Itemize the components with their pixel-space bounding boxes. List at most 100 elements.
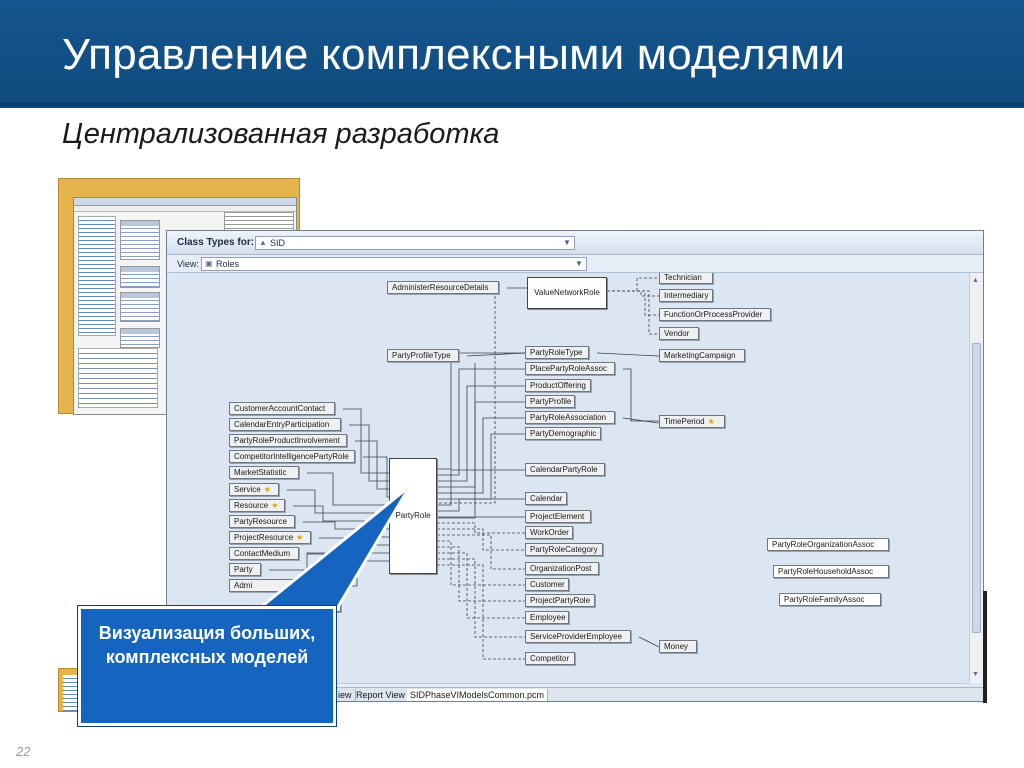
node-middle-11[interactable]: OrganizationPost: [525, 562, 599, 575]
node-left-11[interactable]: Admi: [229, 579, 309, 592]
node-left-7-label: PartyResource: [234, 517, 287, 526]
node-middle-8-label: ProjectElement: [530, 512, 585, 521]
center-node-partyrole[interactable]: PartyRole: [389, 458, 437, 574]
node-far-right-2[interactable]: PartyRoleFamilyAssoc: [779, 593, 881, 606]
top-node-valuenetworkrole[interactable]: ValueNetworkRole: [527, 277, 607, 309]
package-icon: ▲: [259, 238, 267, 247]
star-icon: ★: [271, 501, 279, 510]
node-left-0[interactable]: CustomerAccountContact: [229, 402, 335, 415]
node-middle-4-label: PartyRoleAssociation: [530, 413, 607, 422]
node-middle-0[interactable]: PartyRoleType: [525, 346, 589, 359]
node-left-6[interactable]: Resource★: [229, 499, 285, 512]
node-middle-14[interactable]: Employee: [525, 611, 569, 624]
star-icon: ★: [296, 533, 304, 542]
node-marketingcampaign[interactable]: MarketingCampaign: [659, 349, 745, 362]
node-middle-7[interactable]: Calendar: [525, 492, 567, 505]
window-edge: [983, 591, 987, 703]
chevron-down-icon[interactable]: ▼: [563, 238, 571, 247]
node-right-top-3-label: Vendor: [664, 329, 690, 338]
node-left-5[interactable]: Service★: [229, 483, 279, 496]
node-right-top-1-label: Intermediary: [664, 291, 709, 300]
node-left-9-label: ContactMedium: [234, 549, 291, 558]
node-right-top-0-label: Technician: [664, 273, 702, 282]
node-middle-10-label: PartyRoleCategory: [530, 545, 598, 554]
node-left-2[interactable]: PartyRoleProductInvolvement: [229, 434, 347, 447]
tab-pcm-file[interactable]: SIDPhaseVIModelsCommon.pcm: [407, 689, 549, 701]
title-banner: Управление комплексными моделями: [0, 0, 1024, 108]
node-left-6-label: Resource: [234, 501, 269, 510]
node-middle-8[interactable]: ProjectElement: [525, 510, 591, 523]
node-middle-9-label: WorkOrder: [530, 528, 569, 537]
node-right-top-0[interactable]: Technician: [659, 273, 713, 284]
background-lower-list: [78, 348, 158, 408]
scrollbar-thumb[interactable]: [972, 343, 981, 633]
node-middle-1[interactable]: PlacePartyRoleAssoc: [525, 362, 615, 375]
node-left-4[interactable]: MarketStatistic: [229, 466, 299, 479]
view-icon: ▣: [205, 259, 213, 268]
document-tabs: iew Report View SIDPhaseVIModelsCommon.p…: [167, 687, 983, 701]
node-middle-1-label: PlacePartyRoleAssoc: [530, 364, 607, 373]
class-types-select[interactable]: ▲ SID ▼: [255, 236, 575, 250]
node-timeperiod[interactable]: TimePeriod★: [659, 415, 725, 428]
node-partyprofiletype[interactable]: PartyProfileType: [387, 349, 459, 362]
node-left-9[interactable]: ContactMedium: [229, 547, 299, 560]
slide-subtitle: Централизованная разработка: [62, 118, 500, 150]
node-middle-16[interactable]: Competitor: [525, 652, 575, 665]
page-number: 22: [16, 744, 31, 759]
node-middle-5[interactable]: PartyDemographic: [525, 427, 601, 440]
node-left-1-label: CalendarEntryParticipation: [234, 420, 330, 429]
class-types-toolbar: Class Types for: ▲ SID ▼: [167, 231, 983, 255]
node-far-right-0[interactable]: PartyRoleOrganizationAssoc: [767, 538, 889, 551]
scroll-down-icon[interactable]: ▼: [972, 671, 979, 678]
node-far-right-1[interactable]: PartyRoleHouseholdAssoc: [773, 565, 889, 578]
scroll-up-icon[interactable]: ▲: [972, 277, 979, 284]
callout-text: Визуализация больших, комплексных моделе…: [98, 623, 316, 667]
node-middle-2-label: ProductOffering: [530, 381, 586, 390]
node-middle-12[interactable]: Customer: [525, 578, 569, 591]
node-right-top-1[interactable]: Intermediary: [659, 289, 713, 302]
view-select[interactable]: ▣ Roles ▼: [201, 257, 587, 271]
node-right-top-2-label: FunctionOrProcessProvider: [664, 310, 763, 319]
tab-view[interactable]: iew: [335, 689, 356, 701]
node-middle-0-label: PartyRoleType: [530, 348, 583, 357]
node-left-10[interactable]: Party: [229, 563, 261, 576]
node-right-top-2[interactable]: FunctionOrProcessProvider: [659, 308, 771, 321]
node-middle-6[interactable]: CalendarPartyRole: [525, 463, 605, 476]
node-right-top-3[interactable]: Vendor: [659, 327, 699, 340]
node-middle-9[interactable]: WorkOrder: [525, 526, 573, 539]
node-middle-3[interactable]: PartyProfile: [525, 395, 575, 408]
node-middle-13[interactable]: ProjectPartyRole: [525, 594, 595, 607]
node-middle-4[interactable]: PartyRoleAssociation: [525, 411, 615, 424]
node-middle-2[interactable]: ProductOffering: [525, 379, 591, 392]
title-underline: [0, 103, 1024, 106]
background-panel: [120, 328, 160, 348]
view-label: View:: [177, 259, 199, 269]
callout-box: Визуализация больших, комплексных моделе…: [78, 606, 336, 726]
background-titlebar: [74, 198, 296, 206]
node-middle-12-label: Customer: [530, 580, 565, 589]
node-administerresourcedetails[interactable]: AdministerResourceDetails: [387, 281, 499, 294]
node-middle-14-label: Employee: [530, 613, 566, 622]
node-left-8-label: ProjectResource: [234, 533, 294, 542]
timeperiod-label: TimePeriod: [664, 417, 705, 426]
node-left-8[interactable]: ProjectResource★: [229, 531, 311, 544]
node-middle-6-label: CalendarPartyRole: [530, 465, 598, 474]
node-left-3-label: CompetitorIntelligencePartyRole: [234, 452, 349, 461]
node-middle-5-label: PartyDemographic: [530, 429, 597, 438]
node-left-1[interactable]: CalendarEntryParticipation: [229, 418, 341, 431]
node-middle-3-label: PartyProfile: [530, 397, 572, 406]
vertical-scrollbar[interactable]: ▲ ▼: [969, 273, 983, 683]
background-panel: [120, 220, 160, 260]
node-money[interactable]: Money: [659, 640, 697, 653]
node-left-3[interactable]: CompetitorIntelligencePartyRole: [229, 450, 355, 463]
node-middle-10[interactable]: PartyRoleCategory: [525, 543, 603, 556]
node-middle-16-label: Competitor: [530, 654, 570, 663]
node-left-11-label: Admi: [234, 581, 253, 590]
chevron-down-icon[interactable]: ▼: [575, 259, 583, 268]
background-panel: [120, 292, 160, 322]
node-middle-15[interactable]: ServiceProviderEmployee: [525, 630, 631, 643]
node-middle-13-label: ProjectPartyRole: [530, 596, 591, 605]
node-left-7[interactable]: PartyResource: [229, 515, 295, 528]
tab-report-view[interactable]: Report View: [353, 689, 409, 701]
node-middle-11-label: OrganizationPost: [530, 564, 592, 573]
